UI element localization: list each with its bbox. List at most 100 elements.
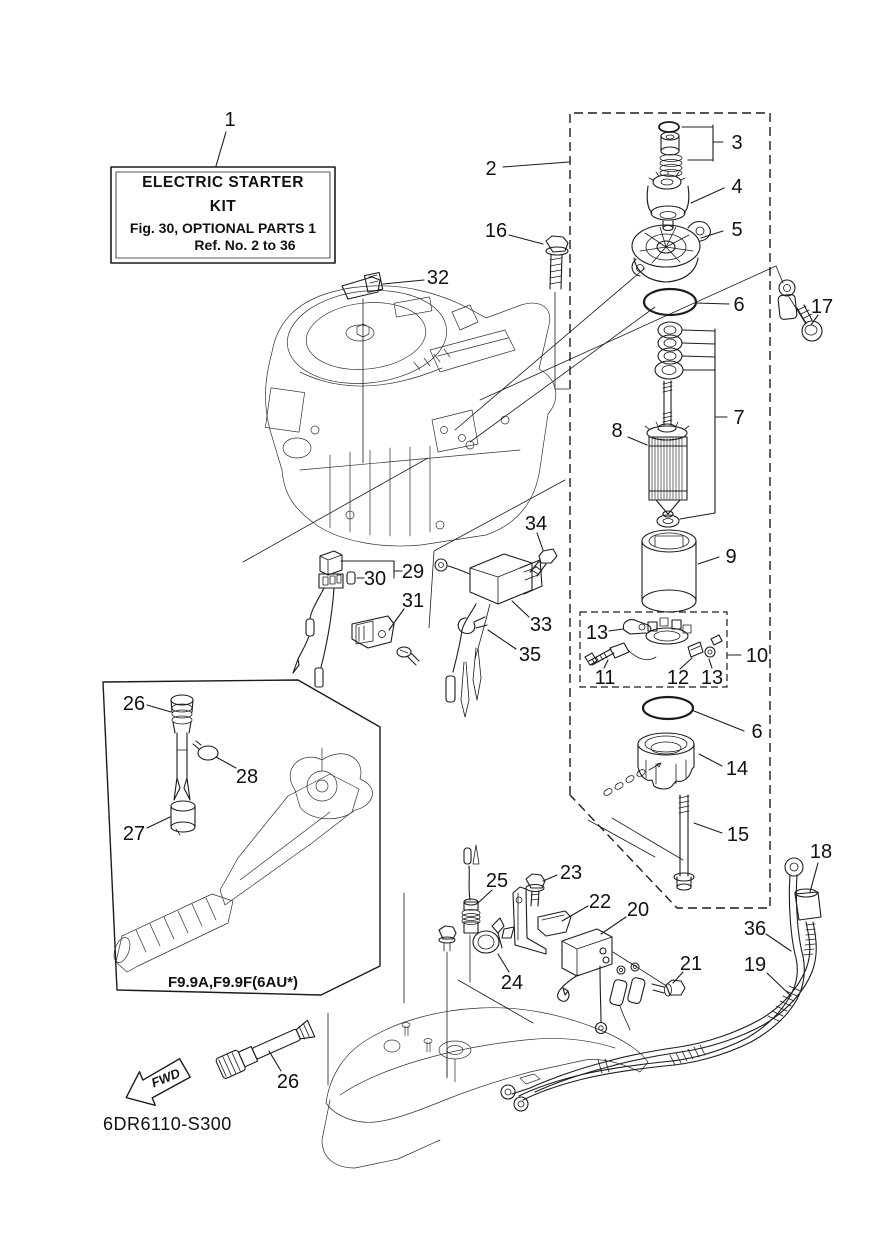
fwd-label: FWD: [149, 1065, 183, 1090]
model-label: F9.9A,F9.9F(6AU*): [168, 974, 298, 991]
callout-33: 33: [530, 614, 552, 636]
title-line2: KIT: [210, 198, 237, 215]
callout-7: 7: [733, 407, 744, 429]
fuse-holder-item31: [351, 615, 420, 666]
drawing-code: 6DR6110-S300: [103, 1114, 232, 1134]
tiller-variant-box: F9.9A,F9.9F(6AU*): [102, 679, 381, 996]
cable-18: [511, 888, 822, 1095]
bolt-item17: [796, 304, 823, 342]
fwd-arrow: FWD: [125, 1058, 191, 1106]
main-switch-item26-loose: [215, 1019, 316, 1079]
cap-screws: [603, 762, 662, 796]
bolt-item16: [545, 235, 569, 290]
callout-26b: 26: [277, 1071, 299, 1093]
callout-8: 8: [611, 420, 622, 442]
callout-18: 18: [810, 841, 832, 863]
callout-6b: 6: [751, 721, 762, 743]
callout-12: 12: [667, 667, 689, 689]
starter-kit-dashed-box: [569, 112, 771, 909]
main-switch-item26: [170, 694, 194, 801]
callout-24: 24: [501, 972, 523, 994]
callout-32: 32: [427, 267, 449, 289]
callout-4: 4: [731, 176, 742, 198]
cable-ring-terminal-2: [513, 1096, 529, 1112]
callout-13: 13: [586, 622, 608, 644]
terminal-lever-item13: [622, 619, 652, 635]
callout-30: 30: [364, 568, 386, 590]
callout-27: 27: [123, 823, 145, 845]
callout-1: 1: [224, 109, 235, 131]
callout-25: 25: [486, 870, 508, 892]
callout-20: 20: [627, 899, 649, 921]
bolt-item23: [525, 873, 546, 907]
reference-lines: [242, 265, 784, 1086]
callout-2: 2: [485, 158, 496, 180]
shim-washers-item7: [654, 321, 684, 380]
battery-cable-assembly: [500, 857, 822, 1112]
callout-17: 17: [811, 296, 833, 318]
thrust-washer: [656, 514, 680, 528]
callout-5: 5: [731, 219, 742, 241]
title-line4: Ref. No. 2 to 36: [194, 237, 295, 253]
callout-22: 22: [589, 891, 611, 913]
callout-14: 14: [726, 758, 748, 780]
bolt-item34: [529, 548, 558, 577]
cable-36: [518, 857, 805, 1101]
starter-relay-item29: [292, 550, 344, 688]
o-ring-item6-upper: [642, 287, 698, 317]
cable-ring-terminal-hole: [504, 1088, 512, 1096]
callout-10: 10: [746, 645, 768, 667]
stopper-set-item3: [658, 121, 683, 177]
callout-36: 36: [744, 918, 766, 940]
callout-13b: 13: [701, 667, 723, 689]
callout-21: 21: [680, 953, 702, 975]
callout-26: 26: [123, 693, 145, 715]
brush-item12: [687, 641, 704, 658]
front-bracket-item5: [631, 220, 711, 283]
yoke-housing-item9: [641, 529, 697, 613]
clamp-item28: [192, 740, 219, 761]
nut-washer-item13b: [704, 634, 723, 658]
title-box: ELECTRIC STARTER KIT Fig. 30, OPTIONAL P…: [110, 166, 336, 264]
bottom-cowling-illustration: [321, 1007, 649, 1169]
pinion-gear-item4: [646, 170, 690, 232]
rectifier-item33: [434, 553, 543, 718]
through-bolt-item15: [673, 794, 695, 891]
callout-16: 16: [485, 220, 507, 242]
cap-item30: [346, 571, 356, 585]
callout-3: 3: [731, 132, 742, 154]
powerhead-illustration: [265, 285, 557, 547]
leader-lines: [146, 124, 819, 1072]
o-ring-item6-lower: [641, 695, 695, 721]
cap-item27: [170, 800, 196, 836]
terminal-bolt-item11: [584, 642, 657, 666]
grommet-item24: [472, 917, 515, 954]
lead-wires-near21: [609, 962, 646, 1031]
callout-19: 19: [744, 954, 766, 976]
callout-numbers: 1 2 3 4 5 6 7 8 9 10 11 12 13 13 14 15 1…: [123, 109, 833, 1093]
bracket-item22: [512, 886, 572, 955]
mount-bolt-left: [438, 925, 457, 952]
clamp-item35: [457, 616, 488, 634]
armature-item8: [644, 380, 690, 518]
stop-switch-item25: [461, 844, 481, 934]
cable-ring-terminal-2-hole: [517, 1100, 525, 1108]
battery-lead-terminal: [777, 279, 807, 325]
title-line3: Fig. 30, OPTIONAL PARTS 1: [130, 220, 316, 236]
callout-35: 35: [519, 644, 541, 666]
brush-holder-item10: [645, 617, 692, 645]
switch-item32: [341, 271, 384, 300]
end-cap-item14: [637, 732, 695, 790]
cable-coil-wraps: [597, 923, 817, 1074]
callout-31: 31: [402, 590, 424, 612]
callout-28: 28: [236, 766, 258, 788]
title-line1: ELECTRIC STARTER: [142, 174, 304, 191]
callout-6: 6: [733, 294, 744, 316]
bolt-item21: [651, 979, 686, 997]
tiller-handle-illustration: [113, 747, 373, 973]
callout-23: 23: [560, 862, 582, 884]
callout-15: 15: [727, 824, 749, 846]
callout-9: 9: [725, 546, 736, 568]
